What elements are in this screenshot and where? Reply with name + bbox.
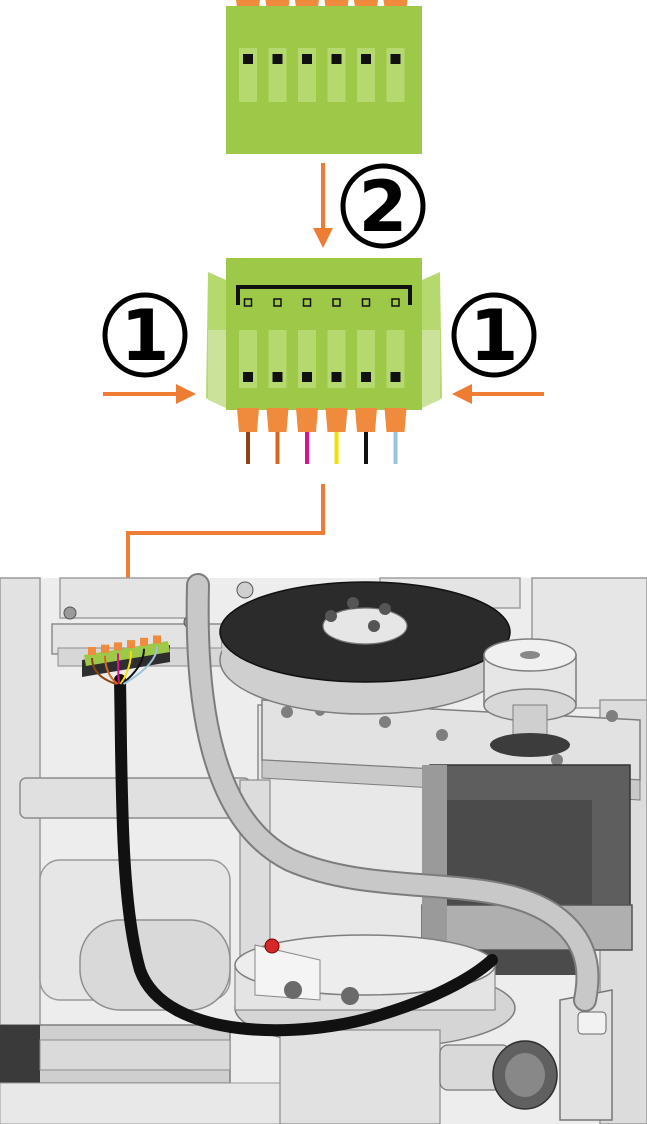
installed-wire xyxy=(121,648,145,685)
socket-lever xyxy=(296,408,318,432)
socket-slot-row xyxy=(239,330,405,388)
installed-connector xyxy=(82,635,170,685)
plug-slot-row xyxy=(239,48,405,102)
installed-lever xyxy=(114,642,122,651)
socket-lever xyxy=(266,408,289,432)
wire-leads xyxy=(246,432,398,464)
installed-lever xyxy=(101,644,109,653)
installed-connector-levers xyxy=(88,635,161,655)
socket-hole xyxy=(331,372,342,382)
installed-wire xyxy=(119,651,132,685)
installed-lever xyxy=(88,647,96,655)
socket-pin-marker xyxy=(391,298,400,307)
connector-plug-top xyxy=(226,0,422,154)
step-2-number: 2 xyxy=(359,166,408,248)
socket-pin-marker xyxy=(273,298,282,307)
socket-lever-row xyxy=(237,408,407,432)
socket-lever xyxy=(355,408,377,432)
connector-socket xyxy=(206,258,442,464)
socket-hole xyxy=(243,372,253,382)
socket-hole xyxy=(272,372,283,382)
step-2-badge: 2 xyxy=(340,163,426,249)
plug-hole xyxy=(331,54,342,64)
sensor-cable xyxy=(114,674,498,1037)
installed-wire xyxy=(91,657,117,685)
socket-lever xyxy=(325,408,348,432)
socket-pin-markers xyxy=(243,298,400,307)
installed-lever xyxy=(153,635,161,644)
plug-hole xyxy=(243,54,253,64)
plug-hole xyxy=(302,54,312,64)
installed-wire xyxy=(104,655,119,685)
step-1-badge-right: 1 xyxy=(451,292,537,378)
socket-pin-marker xyxy=(361,298,371,307)
socket-lever xyxy=(384,408,407,432)
installed-connector-wires xyxy=(91,646,158,685)
installed-wire xyxy=(122,646,158,685)
step-1-badge-left: 1 xyxy=(102,292,188,378)
insert-arrow xyxy=(313,163,333,248)
step-1-number-left: 1 xyxy=(121,295,170,377)
plug-hole xyxy=(361,54,371,64)
socket-pin-marker xyxy=(332,298,341,307)
installed-wire xyxy=(117,653,120,685)
step-1-number-right: 1 xyxy=(470,295,519,377)
socket-pin-marker xyxy=(302,298,312,307)
plug-hole xyxy=(272,54,283,64)
installed-lever xyxy=(140,637,148,646)
socket-hole xyxy=(302,372,312,382)
socket-lever xyxy=(237,408,259,432)
socket-pin-marker xyxy=(243,298,253,307)
machine-render xyxy=(0,573,647,1124)
squeeze-arrow-right xyxy=(452,384,544,404)
installed-lever xyxy=(127,640,135,649)
squeeze-arrow-left xyxy=(103,384,196,404)
socket-hole xyxy=(361,372,371,382)
socket-hole xyxy=(390,372,401,382)
plug-hole xyxy=(390,54,401,64)
